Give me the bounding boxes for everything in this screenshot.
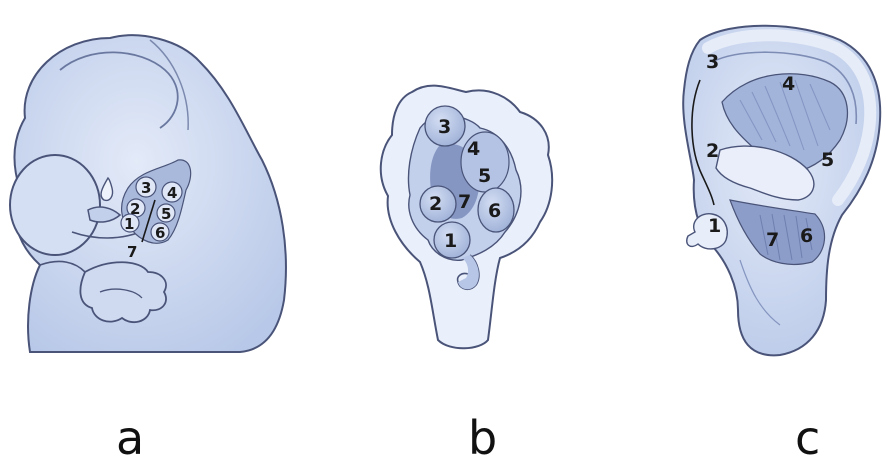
label-a-5: 5 (161, 205, 171, 223)
label-b-6: 6 (488, 200, 501, 222)
label-c-2: 2 (706, 140, 719, 162)
label-c-6: 6 (800, 225, 813, 247)
label-c-7: 7 (766, 229, 779, 251)
label-a-7: 7 (127, 243, 137, 261)
label-b-1: 1 (444, 230, 457, 252)
panel-letter-c: c (795, 411, 820, 461)
label-a-4: 4 (167, 184, 177, 202)
label-b-3: 3 (438, 116, 451, 138)
panel-letter-b: b (468, 411, 497, 461)
label-a-1: 1 (124, 215, 134, 233)
label-b-4: 4 (467, 138, 480, 160)
panel-a-embryo: 3 4 2 5 1 6 7 (10, 35, 286, 352)
label-c-1: 1 (708, 215, 721, 237)
panel-c-ear: 3 4 2 5 1 7 6 (683, 26, 880, 356)
label-c-5: 5 (821, 149, 834, 171)
label-c-4: 4 (782, 73, 795, 95)
panel-letter-a: a (116, 411, 144, 461)
label-a-3: 3 (141, 179, 151, 197)
label-a-6: 6 (155, 224, 165, 242)
label-b-7: 7 (458, 191, 471, 213)
embryo-eye-bulge (10, 155, 100, 255)
label-b-5: 5 (478, 165, 491, 187)
label-b-2: 2 (429, 193, 442, 215)
panel-b-auricle: 3 4 5 2 7 6 1 (381, 86, 552, 349)
label-c-3: 3 (706, 51, 719, 73)
